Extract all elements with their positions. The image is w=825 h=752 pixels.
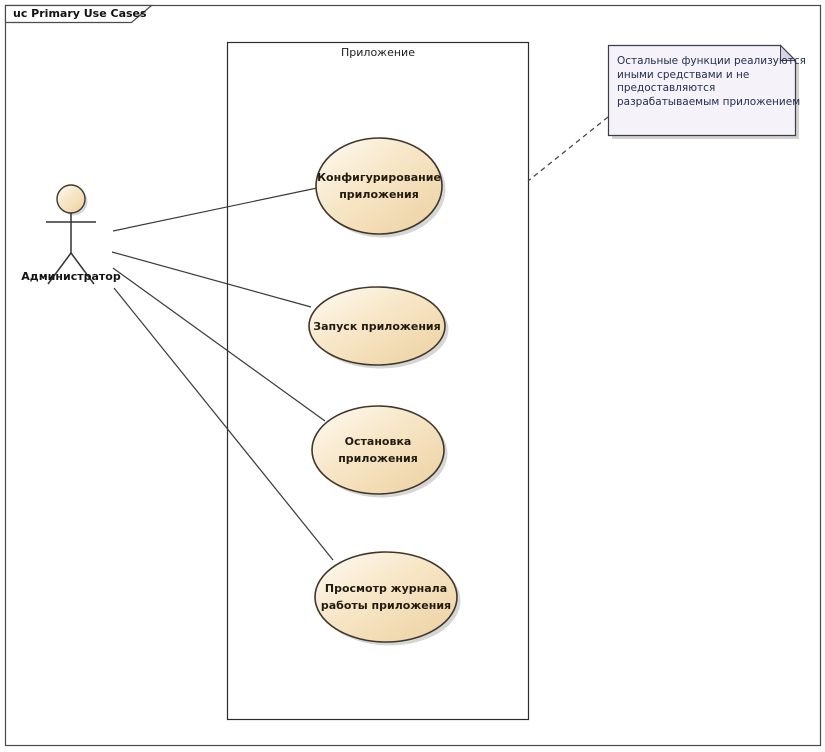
note-text: Остальные функции реализуются иными сред… xyxy=(617,55,806,109)
usecase-start-label: Запуск приложения xyxy=(313,319,441,333)
actor-label: Администратор xyxy=(21,270,121,283)
note-text-line: предоставляются xyxy=(617,82,716,94)
note-shape[interactable] xyxy=(607,44,797,137)
actor-head xyxy=(56,184,86,214)
note-text-line: разрабатываемым приложением xyxy=(617,95,801,108)
note-text-line: иными средствами и не xyxy=(617,68,750,81)
frame-border xyxy=(4,4,822,747)
frame-title-tab xyxy=(4,4,154,24)
usecase-configure-label: Конфигурирование приложения xyxy=(317,171,441,201)
note-text-line: Остальные функции реализуются xyxy=(617,55,806,67)
usecase-viewlog[interactable] xyxy=(314,551,458,643)
usecase-configure[interactable] xyxy=(315,137,443,235)
association-stop[interactable] xyxy=(112,267,326,422)
note-link-connector[interactable] xyxy=(527,116,609,182)
note-fold-corner-icon xyxy=(780,44,797,61)
association-start[interactable] xyxy=(111,251,312,308)
actor-leg-right xyxy=(70,252,95,285)
actor-leg-left xyxy=(47,252,72,285)
usecase-stop-label: Остановка приложения xyxy=(338,435,418,465)
frame-title: uc Primary Use Cases xyxy=(13,7,147,20)
usecase-viewlog-label: Просмотр журнала работы приложения xyxy=(320,582,452,612)
system-boundary-label: Приложение xyxy=(341,46,415,59)
usecase-stop[interactable] xyxy=(311,405,445,495)
usecase-start[interactable] xyxy=(308,286,446,366)
association-viewlog[interactable] xyxy=(113,287,334,561)
association-configure[interactable] xyxy=(112,187,318,232)
actor-administrator[interactable] xyxy=(46,184,96,285)
